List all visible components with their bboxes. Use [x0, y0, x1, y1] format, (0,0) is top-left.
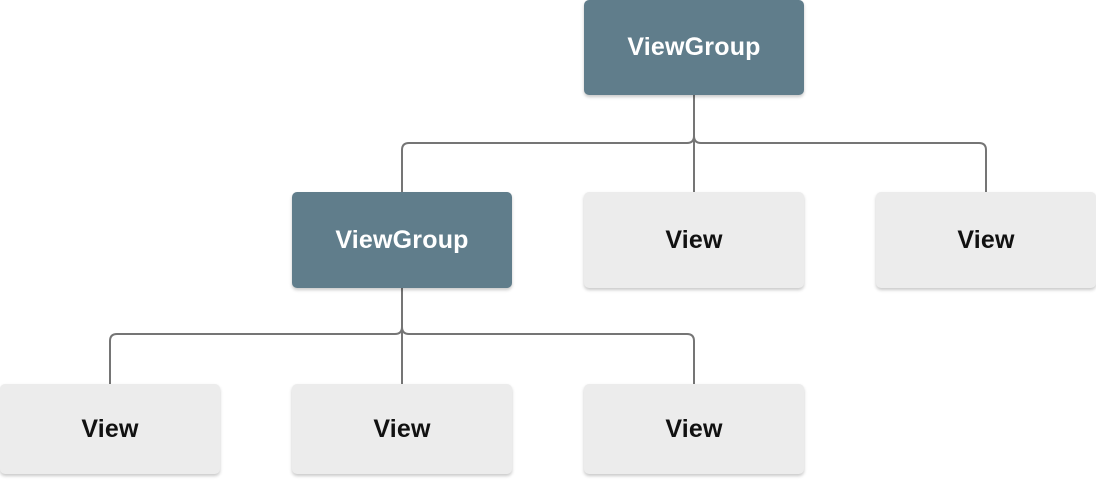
node-leaf-view-2: View [292, 384, 512, 474]
node-root-viewgroup: ViewGroup [584, 0, 804, 95]
node-leaf-view-3: View [584, 384, 804, 474]
node-child-view-1: View [584, 192, 804, 288]
connector-child-viewgroup-to-leaf-view-1 [109, 288, 403, 384]
node-child-viewgroup: ViewGroup [292, 192, 512, 288]
connector-child-viewgroup-to-leaf-view-3 [401, 288, 695, 384]
connector-root-to-child-view-2 [693, 95, 987, 192]
node-leaf-view-1: View [0, 384, 220, 474]
connector-root-to-child-viewgroup [401, 95, 695, 192]
node-child-view-2: View [876, 192, 1096, 288]
